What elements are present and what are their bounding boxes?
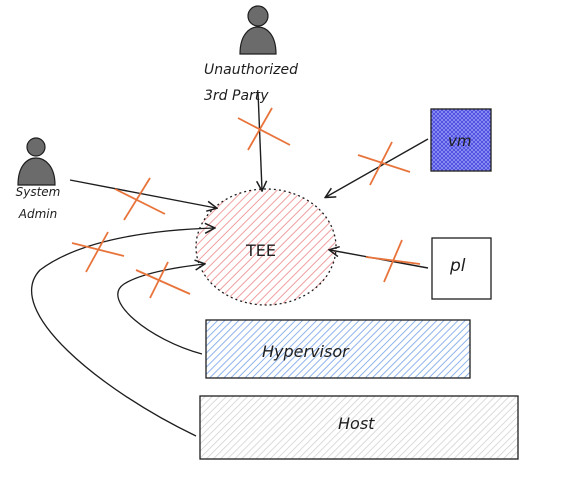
host-label: Host bbox=[338, 414, 375, 433]
blocked-mark-admin bbox=[114, 177, 166, 221]
blocked-mark-host bbox=[71, 231, 125, 273]
hypervisor-label: Hypervisor bbox=[262, 342, 349, 361]
system-admin-person-icon bbox=[17, 137, 56, 186]
system-admin-label-line2: Admin bbox=[18, 207, 58, 221]
third-party-label: Unauthorized bbox=[204, 62, 298, 78]
arrow-host-to-tee bbox=[31, 228, 214, 437]
third-party-label-line2: 3rd Party bbox=[204, 88, 269, 104]
vm-label: vm bbox=[448, 132, 472, 150]
arrow-admin-to-tee bbox=[69, 179, 216, 208]
blocked-mark-hypervisor bbox=[135, 261, 191, 299]
third-party-person-icon bbox=[239, 5, 277, 55]
pl-box bbox=[431, 237, 492, 300]
host-box bbox=[199, 395, 519, 460]
system-admin-label: System bbox=[15, 185, 61, 199]
blocked-mark-vm bbox=[357, 141, 411, 186]
tee-label: TEE bbox=[246, 241, 276, 260]
arrow-third-party-to-tee bbox=[258, 91, 262, 190]
arrow-vm-to-tee bbox=[326, 138, 429, 197]
vm-box bbox=[430, 108, 492, 172]
arrow-hypervisor-to-tee bbox=[117, 264, 204, 355]
hypervisor-box bbox=[205, 319, 471, 379]
blocked-mark-third-party bbox=[237, 107, 291, 151]
blocked-mark-pl bbox=[365, 239, 421, 283]
pl-label: pl bbox=[450, 256, 466, 276]
